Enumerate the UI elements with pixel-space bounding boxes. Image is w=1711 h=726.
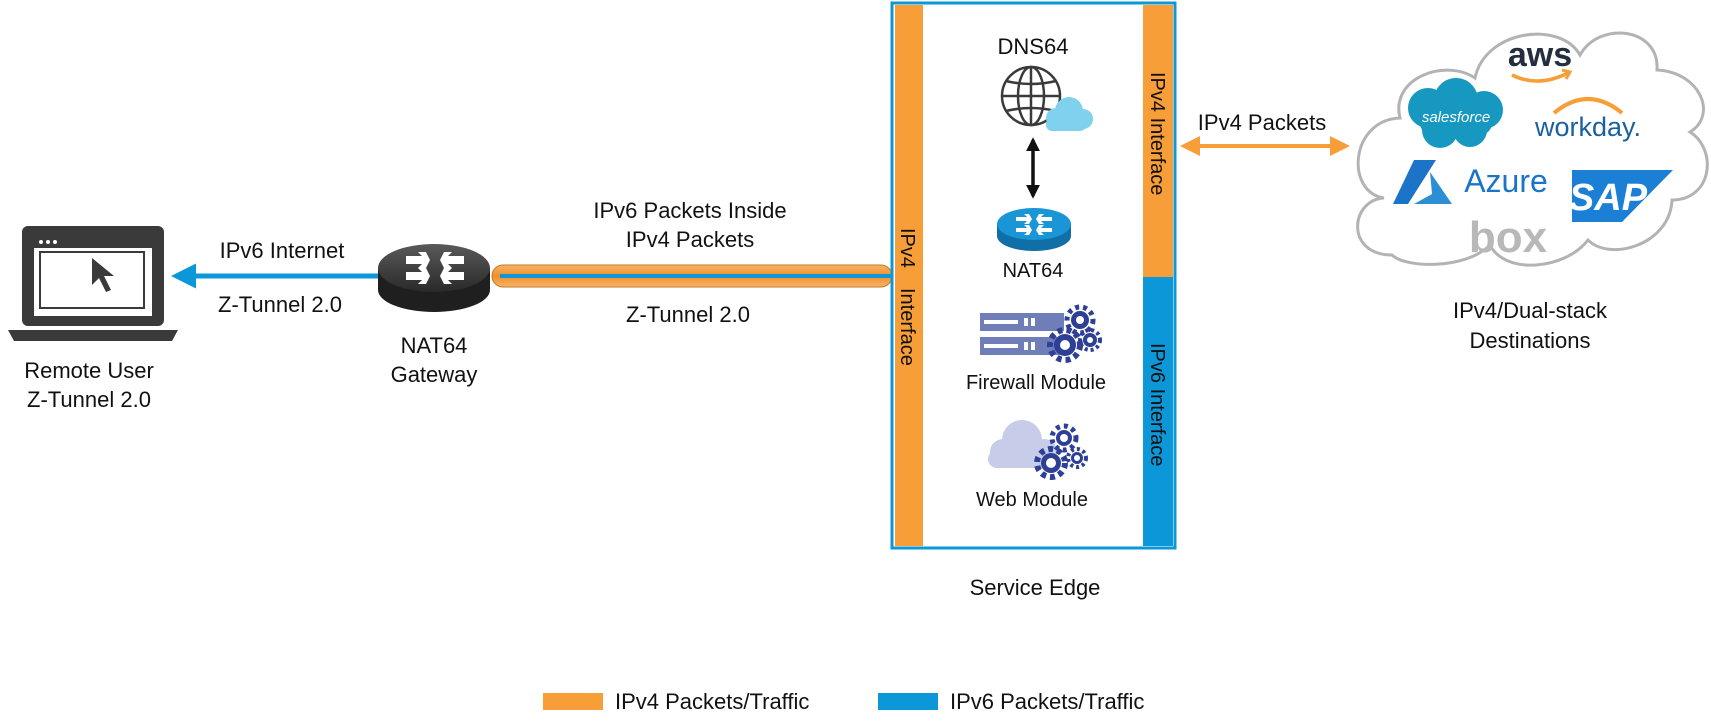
router-icon	[378, 244, 490, 312]
aws-arrow-icon	[1561, 68, 1573, 80]
remote-user-label: Remote User	[24, 358, 154, 383]
web-gear-icon	[1034, 423, 1088, 480]
workday-arc-icon	[1552, 97, 1624, 115]
cloud-icon	[1046, 97, 1093, 131]
dns64-label: DNS64	[998, 34, 1069, 59]
right-ipv4-interface-label: IPv4 Interface	[1146, 72, 1168, 195]
ipv4-packets-label: IPv4 Packets	[1198, 110, 1326, 135]
legend-ipv6-label: IPv6 Packets/Traffic	[950, 689, 1144, 714]
left-interface-ipv4-label: IPv4	[896, 228, 918, 268]
right-ipv6-interface-bar	[1143, 277, 1173, 546]
web-module-label: Web Module	[976, 489, 1088, 511]
azure-logo-icon	[1393, 160, 1452, 204]
box-logo: box	[1469, 213, 1548, 262]
z-tunnel-pipe	[491, 264, 944, 288]
legend-ipv6-swatch	[878, 693, 938, 710]
salesforce-logo: salesforce	[1422, 109, 1490, 126]
salesforce-logo-icon	[1408, 78, 1503, 148]
legend-ipv4-label: IPv4 Packets/Traffic	[615, 689, 809, 714]
firewall-label: Firewall Module	[966, 372, 1106, 394]
left-ipv4-interface-bar	[895, 5, 923, 546]
globe-icon	[1000, 65, 1062, 127]
gateway-label: NAT64	[401, 333, 468, 358]
left-interface-label: Interface	[896, 288, 918, 366]
remote-user-sublabel: Z-Tunnel 2.0	[27, 387, 151, 412]
laptop-icon	[8, 226, 178, 341]
right-ipv6-interface-label: IPv6 Interface	[1146, 343, 1168, 466]
left-tunnel-label: Z-Tunnel 2.0	[218, 292, 342, 317]
sap-logo: SAP	[1569, 177, 1648, 219]
legend: IPv4 Packets/Traffic IPv6 Packets/Traffi…	[543, 689, 1144, 714]
tunnel-label-line1: IPv6 Packets Inside	[593, 198, 786, 223]
cursor-icon	[92, 258, 114, 292]
ipv6-internet-label: IPv6 Internet	[220, 238, 345, 263]
aws-smile-icon	[1511, 71, 1569, 83]
aws-logo: aws	[1508, 36, 1572, 74]
nat64-label: NAT64	[1003, 260, 1064, 282]
firewall-icon	[980, 313, 1064, 355]
tunnel-bottom-label: Z-Tunnel 2.0	[626, 302, 750, 327]
legend-ipv4-swatch	[543, 693, 603, 710]
azure-logo: Azure	[1464, 163, 1548, 199]
workday-logo: workday.	[1534, 112, 1641, 142]
destinations-label: IPv4/Dual-stack	[1453, 298, 1608, 323]
gear-icon	[1047, 304, 1102, 363]
service-edge-label: Service Edge	[970, 575, 1101, 600]
destinations-sublabel: Destinations	[1469, 328, 1590, 353]
gateway-sublabel: Gateway	[391, 362, 478, 387]
nat64-router-icon	[997, 208, 1071, 251]
tunnel-label-line2: IPv4 Packets	[626, 227, 754, 252]
sap-logo-icon	[1572, 170, 1673, 222]
right-ipv4-interface-bar	[1143, 5, 1173, 277]
